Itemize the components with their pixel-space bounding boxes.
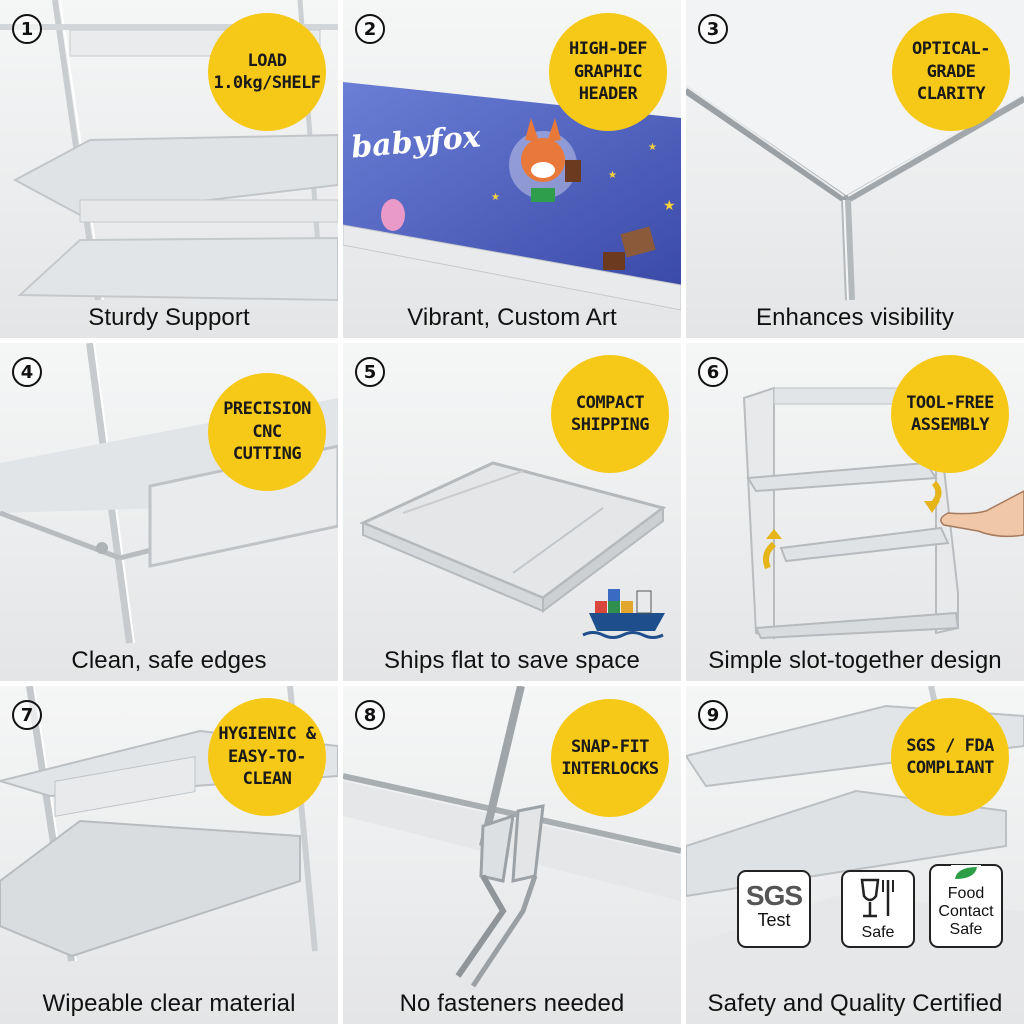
caption-ships-flat: Ships flat to save space (384, 647, 640, 674)
contact-safe-label: Safe (949, 921, 983, 938)
caption-certified: Safety and Quality Certified (707, 990, 1003, 1017)
panel-2-custom-art: ★ ★ ★ ★ babyfox 2 HIGH-DEF GRAPHIC HEADE… (343, 0, 681, 338)
caption-no-fasteners: No fasteners needed (399, 990, 625, 1017)
caption-safe-edges: Clean, safe edges (71, 647, 267, 674)
food-label: Food (947, 885, 985, 902)
step-number-1: 1 (12, 14, 42, 44)
sgs-logo: SGS (745, 880, 803, 911)
cnc-cutting-badge: PRECISION CNC CUTTING (208, 373, 326, 491)
step-number-4: 4 (12, 357, 42, 387)
caption-visibility: Enhances visibility (756, 304, 954, 331)
sgs-test-label: Test (757, 910, 791, 930)
hygienic-badge: HYGIENIC & EASY-TO- CLEAN (208, 698, 326, 816)
flat-pack-illustration (359, 461, 667, 639)
caption-slot-together: Simple slot-together design (708, 647, 1002, 674)
badge-text: PRECISION CNC CUTTING (223, 399, 311, 465)
caption-sturdy-support: Sturdy Support (88, 304, 250, 331)
sgs-fda-badge: SGS / FDA COMPLIANT (891, 698, 1009, 816)
badge-text: HYGIENIC & EASY-TO- CLEAN (218, 724, 316, 790)
badge-text: SGS / FDA COMPLIANT (906, 735, 994, 778)
panel-1-sturdy-support: 1 LOAD 1.0kg/SHELF Sturdy Support (0, 0, 338, 338)
badge-text: HIGH-DEF GRAPHIC HEADER (569, 39, 647, 105)
panel-5-compact-shipping: 5 COMPACT SHIPPING Ships flat to save sp… (343, 343, 681, 681)
svg-text:★: ★ (648, 142, 657, 153)
hand-icon (940, 490, 1024, 538)
caption-custom-art: Vibrant, Custom Art (407, 304, 617, 331)
clean-shelf-illustration (0, 686, 338, 962)
panel-9-certified: 9 SGS / FDA COMPLIANT SGS Test Safe Food… (686, 686, 1024, 1024)
sgs-test-cert: SGS Test (737, 870, 811, 948)
snap-fit-badge: SNAP-FIT INTERLOCKS (551, 699, 669, 817)
caption-wipeable: Wipeable clear material (42, 990, 296, 1017)
badge-text: OPTICAL- GRADE CLARITY (912, 39, 990, 105)
panel-6-assembly: 6 TOOL-FREE ASSEMBLY Simple slot-togethe… (686, 343, 1024, 681)
step-number-3: 3 (698, 14, 728, 44)
panel-8-snap-fit: 8 SNAP-FIT INTERLOCKS No fasteners neede… (343, 686, 681, 1024)
optical-clarity-badge: OPTICAL- GRADE CLARITY (892, 13, 1010, 131)
step-number-6: 6 (698, 357, 728, 387)
assembled-stand-illustration (742, 386, 1024, 640)
shelf-stand-illustration (0, 0, 338, 302)
graphic-header-badge: HIGH-DEF GRAPHIC HEADER (549, 13, 667, 131)
badge-text: TOOL-FREE ASSEMBLY (906, 392, 994, 435)
svg-text:★: ★ (491, 192, 500, 203)
badge-text: COMPACT SHIPPING (571, 392, 649, 435)
step-number-7: 7 (12, 700, 42, 730)
food-safe-cert: Safe (841, 870, 915, 948)
svg-text:★: ★ (663, 198, 676, 214)
step-number-5: 5 (355, 357, 385, 387)
panel-3-clarity: 3 OPTICAL- GRADE CLARITY Enhances visibi… (686, 0, 1024, 338)
badge-text: LOAD 1.0kg/SHELF (213, 50, 321, 93)
step-number-2: 2 (355, 14, 385, 44)
arrow-up-icon (763, 541, 777, 570)
panel-7-hygienic: 7 HYGIENIC & EASY-TO- CLEAN Wipeable cle… (0, 686, 338, 1024)
cargo-ship-icon (582, 589, 665, 639)
compact-shipping-badge: COMPACT SHIPPING (551, 355, 669, 473)
step-number-9: 9 (698, 700, 728, 730)
svg-text:★: ★ (608, 170, 617, 181)
leaf-icon (951, 865, 981, 881)
badge-text: SNAP-FIT INTERLOCKS (561, 736, 659, 779)
safe-label: Safe (861, 924, 895, 941)
contact-label: Contact (938, 903, 994, 920)
tool-free-badge: TOOL-FREE ASSEMBLY (891, 355, 1009, 473)
interlock-illustration (343, 686, 681, 988)
food-contact-cert: Food Contact Safe (929, 864, 1003, 948)
glass-fork-icon (860, 878, 894, 918)
step-number-8: 8 (355, 700, 385, 730)
graphic-header-illustration: ★ ★ ★ ★ (343, 82, 681, 311)
panel-4-cnc-cutting: 4 PRECISION CNC CUTTING Clean, safe edge… (0, 343, 338, 681)
load-capacity-badge: LOAD 1.0kg/SHELF (208, 13, 326, 131)
